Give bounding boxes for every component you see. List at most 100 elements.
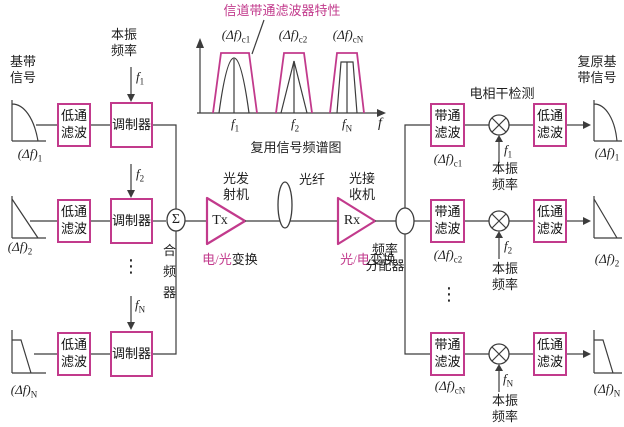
spectrum-dome-1 <box>218 57 250 114</box>
fiber-ellipse <box>277 181 293 229</box>
splitter-to-rowN <box>404 234 430 355</box>
lo-fN-main: f <box>135 297 139 312</box>
output-spec-N-sub: N <box>613 388 621 399</box>
splitter-to-row1 <box>404 124 430 208</box>
bpf-band-1-sub: c1 <box>453 158 463 169</box>
input-spec-2-sub: 2 <box>27 246 33 257</box>
output-spectrum-icon-N <box>593 330 622 374</box>
plot-x-axis-arrowhead <box>377 109 386 117</box>
tick-f1-main: f <box>230 116 235 131</box>
mixer-fN-label: fN <box>503 371 527 390</box>
output-arrowhead-1 <box>583 121 591 129</box>
band-label-cN-sub: cN <box>352 34 364 45</box>
tx-label: 光发 射机 <box>222 171 249 203</box>
lo-arrowhead-mixer-N <box>495 364 503 371</box>
tick-f1-sub: 1 <box>234 123 240 134</box>
plot-title: 信道带通滤波器特性 <box>223 3 341 18</box>
ellipsis-left: ⋮ <box>122 256 140 276</box>
splitter-label: 频率 分配器 <box>365 242 405 274</box>
lo-f1-label: f1 <box>136 69 160 88</box>
mixer-cross-1 <box>491 117 507 133</box>
input-spectrum-icon-N <box>11 330 46 374</box>
bpf-band-1-main: (Δf) <box>433 151 454 166</box>
fiber-label: 光纤 <box>298 172 325 187</box>
output-arrowhead-2 <box>583 217 591 225</box>
bandpass-trapezoid-1 <box>212 52 258 114</box>
lo-f2-main: f <box>136 166 140 181</box>
mixer-f1-main: f <box>504 142 508 157</box>
lo-arrowhead-mod-N <box>127 322 135 330</box>
output-spec-1-main: (Δf) <box>594 145 615 160</box>
bpf-band-2-sub: c2 <box>453 254 463 265</box>
splitter-circle <box>395 207 415 235</box>
title-pointer-line <box>251 19 265 55</box>
mixer-f2-label: f2 <box>504 238 528 257</box>
rx-caption-highlight: 光/电 <box>340 252 370 267</box>
band-label-c1: (Δf)c1 <box>217 27 255 46</box>
band-label-c1-sub: c1 <box>241 34 251 45</box>
input-spec-label-N: (Δf)N <box>2 382 46 401</box>
lo-fN-sub: N <box>138 304 146 315</box>
output-spec-label-N: (Δf)N <box>590 381 624 400</box>
input-spec-1-sub: 1 <box>37 153 43 164</box>
tick-f1: f1 <box>226 116 244 135</box>
f-axis-label: f <box>378 116 382 131</box>
lpf-box-left-N: 低通 滤波 <box>57 332 91 376</box>
rx-label: 光接 收机 <box>348 171 375 203</box>
mixer-cross-2 <box>491 213 507 229</box>
band-label-c2-sub: c2 <box>298 34 308 45</box>
mixer-f2-main: f <box>504 238 508 253</box>
mixer-fN-main: f <box>503 371 507 386</box>
mixer-f2-sub: 2 <box>507 245 513 256</box>
coherent-detection-label: 电相干检测 <box>469 86 535 101</box>
tx-caption: 电/光变换 <box>190 252 270 268</box>
bpf-band-label-N: (Δf)cN <box>429 378 471 397</box>
input-spectrum-icon-2 <box>11 196 46 239</box>
rx-symbol: Rx <box>343 213 361 228</box>
lpf-box-left-2: 低通 滤波 <box>57 199 91 243</box>
bpf-box-N: 带通 滤波 <box>430 332 465 376</box>
lo-fN-label: fN <box>135 297 159 316</box>
tx-symbol: Tx <box>212 213 228 228</box>
output-arrowhead-N <box>583 350 591 358</box>
lo-f2-sub: 2 <box>139 173 145 184</box>
output-spec-1-sub: 1 <box>614 152 620 163</box>
output-spec-N-main: (Δf) <box>593 381 614 396</box>
lo-f1-main: f <box>136 69 140 84</box>
tick-fN: fN <box>337 116 357 135</box>
bpf-band-N-main: (Δf) <box>434 378 455 393</box>
lo-arrowhead-mixer-1 <box>495 135 503 142</box>
input-spec-1-main: (Δf) <box>17 146 38 161</box>
input-spec-2-main: (Δf) <box>7 239 28 254</box>
combiner-circle <box>166 208 186 232</box>
bpf-band-N-sub: cN <box>454 385 466 396</box>
lpf-box-left-1: 低通 滤波 <box>57 103 91 147</box>
output-spec-2-sub: 2 <box>614 258 620 269</box>
tick-f2: f2 <box>286 116 304 135</box>
combiner-symbol: Σ <box>171 212 181 227</box>
lo-frequency-label-right-2: 本振 频率 <box>491 261 518 293</box>
output-spec-label-1: (Δf)1 <box>590 145 624 164</box>
mixer-fN-sub: N <box>506 378 514 389</box>
baseband-signal-label: 基带 信号 <box>9 54 36 86</box>
lo-arrowhead-mixer-2 <box>495 231 503 238</box>
band-label-c1-main: (Δf) <box>221 27 242 42</box>
tick-fN-sub: N <box>345 123 353 134</box>
input-spec-label-2: (Δf)2 <box>0 239 40 258</box>
lo-frequency-label-right-1: 本振 频率 <box>491 161 518 193</box>
tick-f2-sub: 2 <box>294 123 300 134</box>
lpf-box-right-2: 低通 滤波 <box>533 199 567 243</box>
rx-caption-rest: 变换 <box>369 252 396 267</box>
lo-f1-sub: 1 <box>139 76 145 87</box>
modulator-box-2: 调制器 <box>110 198 153 244</box>
lpf-box-right-1: 低通 滤波 <box>533 103 567 147</box>
bpf-box-2: 带通 滤波 <box>430 199 465 243</box>
bpf-box-1: 带通 滤波 <box>430 103 465 147</box>
band-label-c2-main: (Δf) <box>278 27 299 42</box>
plot-caption: 复用信号频谱图 <box>250 140 342 155</box>
bandpass-trapezoid-2 <box>275 52 313 114</box>
bpf-band-label-2: (Δf)c2 <box>428 247 468 266</box>
band-label-cN-main: (Δf) <box>332 27 353 42</box>
tx-caption-highlight: 电/光 <box>202 252 232 267</box>
